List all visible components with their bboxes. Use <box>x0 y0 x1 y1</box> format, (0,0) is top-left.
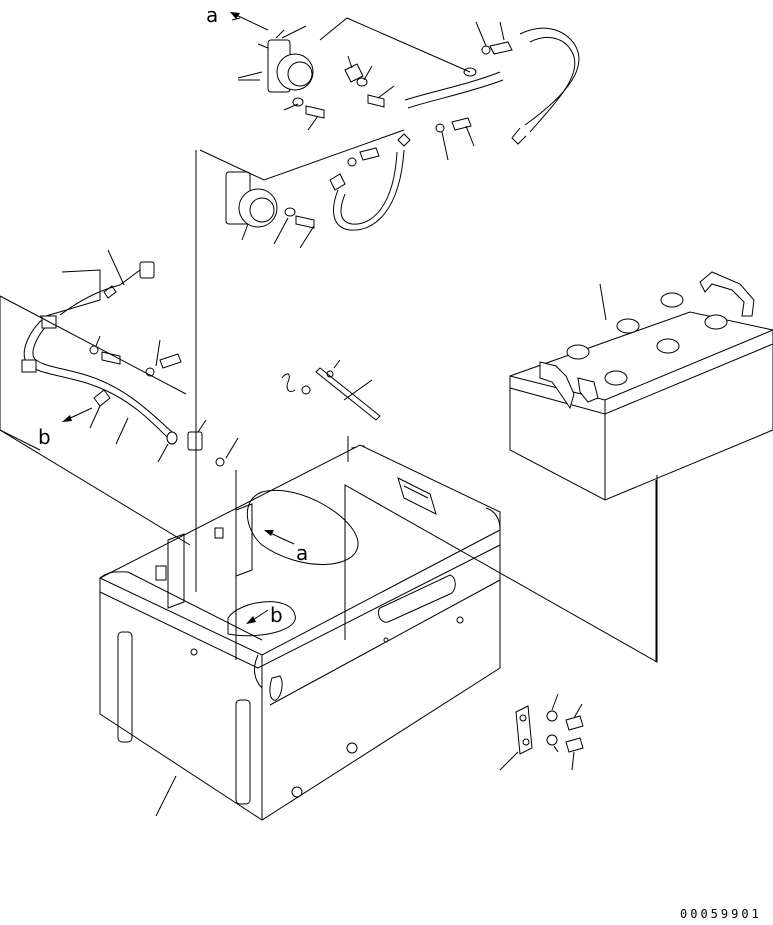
view-b-label-panel: b <box>270 603 283 627</box>
leader-lines <box>0 17 658 817</box>
view-a-label-panel: a <box>296 541 308 565</box>
wiring-harness <box>21 261 173 439</box>
upper-battery-cable <box>404 27 580 145</box>
lower-relay-cable <box>329 133 411 231</box>
upper-relay-terminal-bolts <box>344 63 385 108</box>
harness-bolts <box>89 345 182 377</box>
small-bracket <box>281 367 381 455</box>
side-bracket <box>515 705 584 755</box>
view-b-label-left: b <box>38 425 51 449</box>
battery-box <box>99 444 501 821</box>
battery <box>509 271 773 501</box>
harness-connectors <box>166 431 225 467</box>
view-a-label-top: a <box>206 3 218 27</box>
view-arrows <box>62 12 295 624</box>
lower-battery-relay <box>225 171 315 229</box>
drawing-number: 00059901 <box>680 907 762 921</box>
upper-battery-relay <box>238 29 325 119</box>
